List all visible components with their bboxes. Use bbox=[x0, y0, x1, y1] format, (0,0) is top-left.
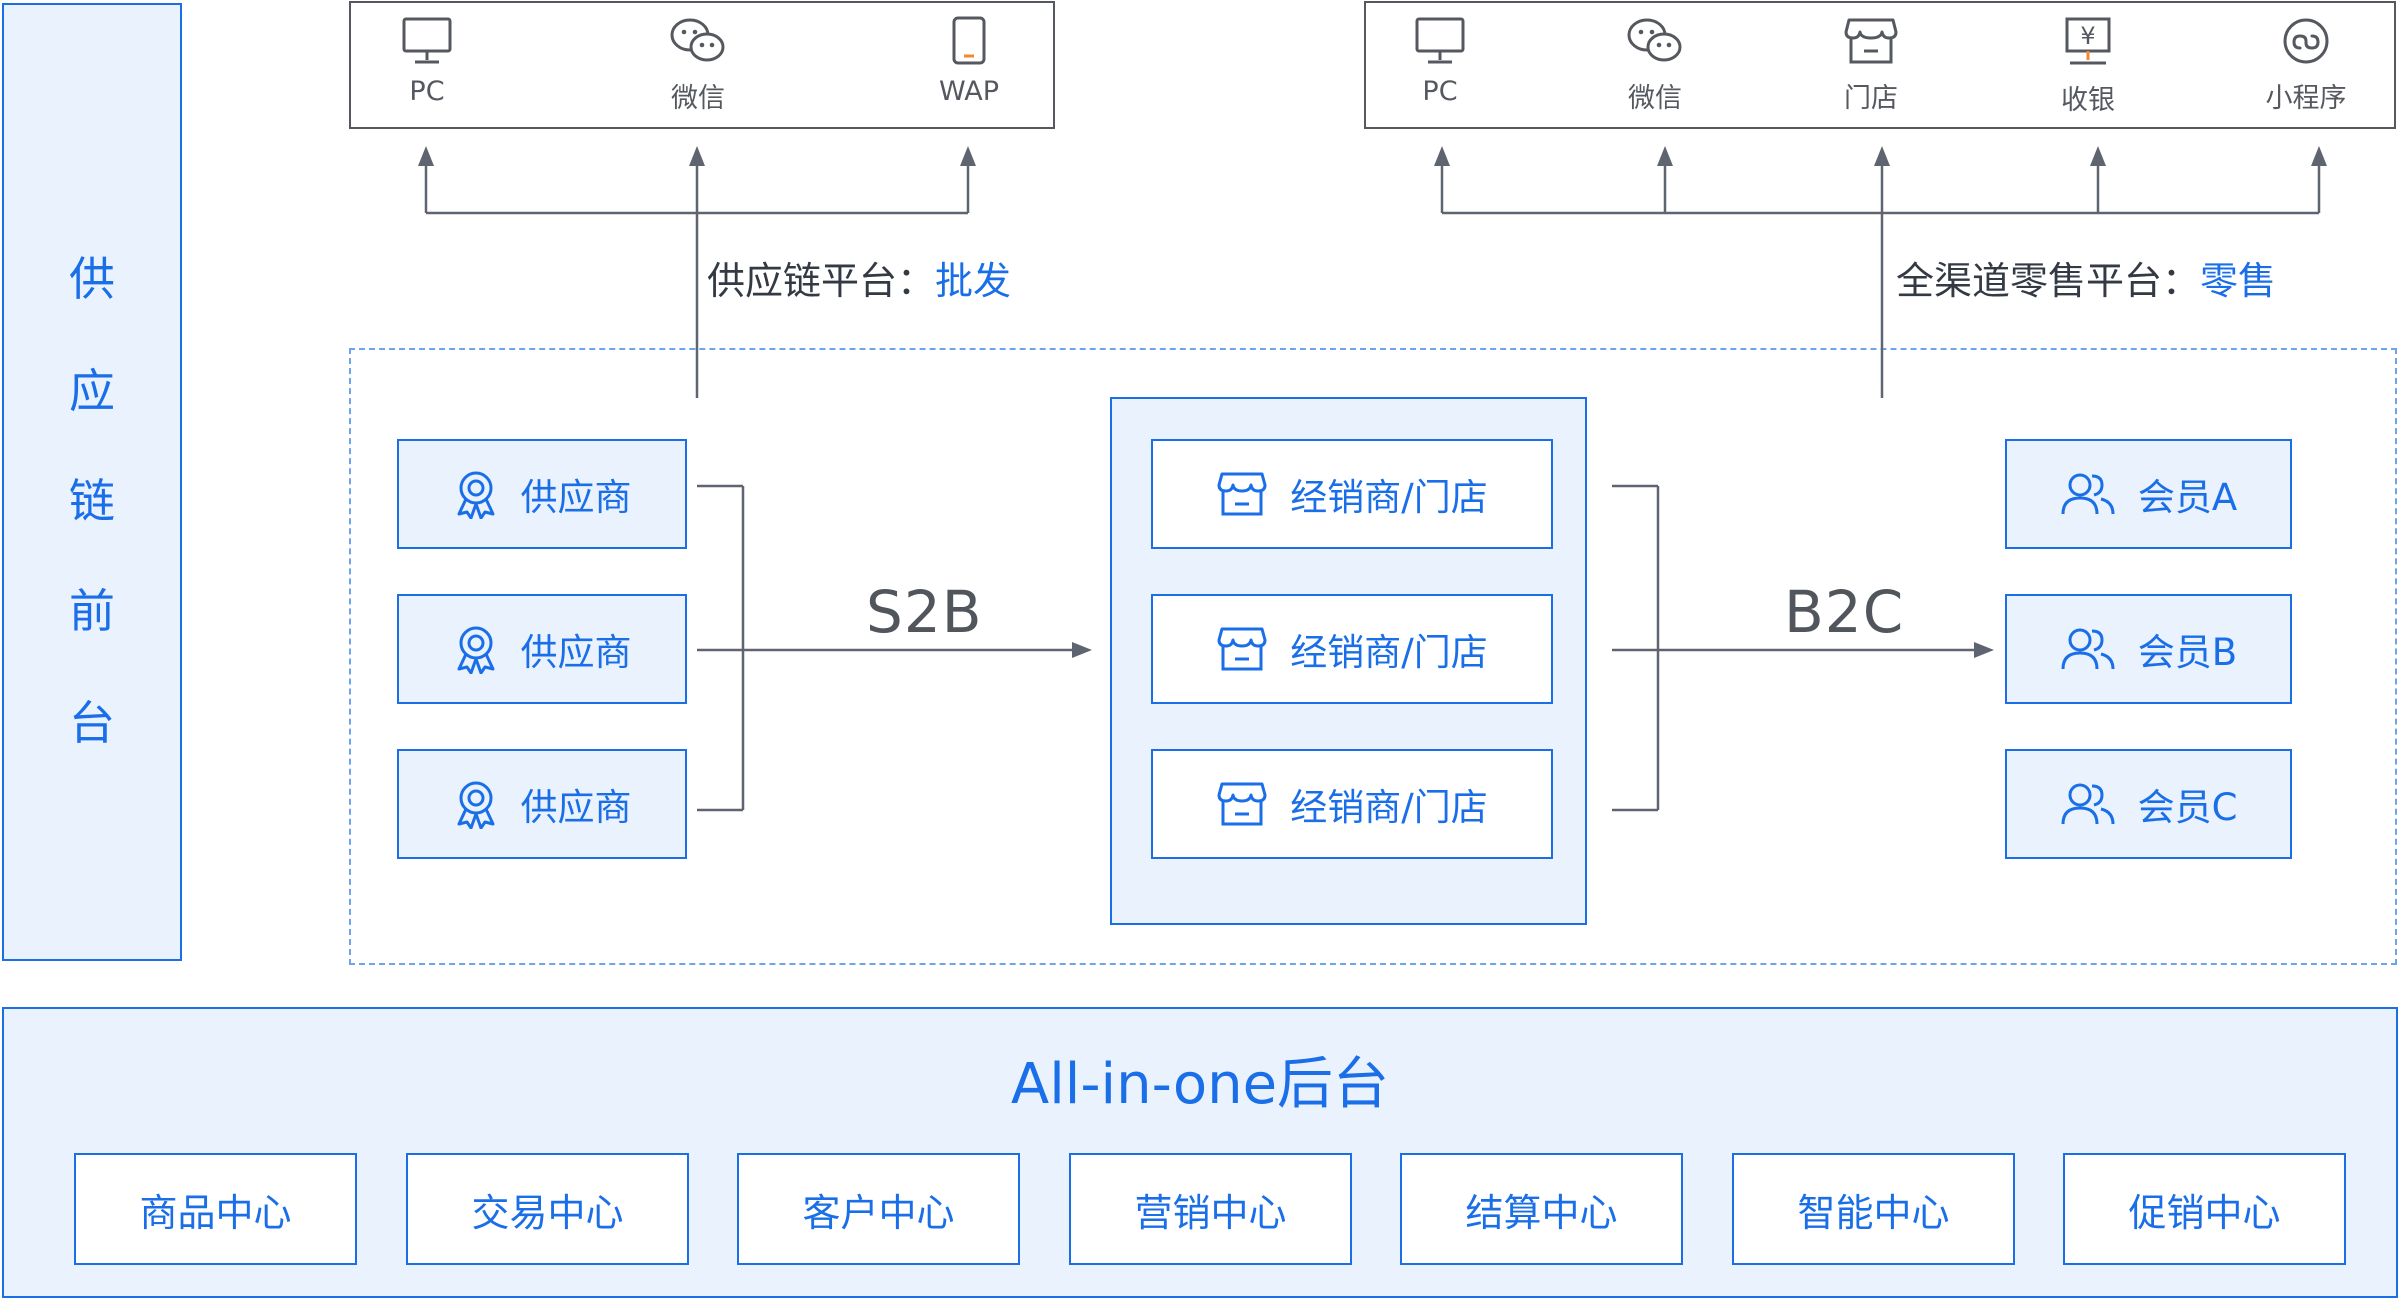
users-icon bbox=[2061, 783, 2115, 825]
supplier-label: 供应商 bbox=[520, 476, 632, 519]
store-icon bbox=[1217, 782, 1267, 826]
backend-module-trade: 交易中心 bbox=[406, 1153, 689, 1265]
retail-channel-box bbox=[1364, 1, 2396, 129]
channel-label: PC bbox=[1422, 76, 1458, 107]
users-icon bbox=[2061, 628, 2115, 670]
users-icon bbox=[2061, 473, 2115, 515]
channel-label: 微信 bbox=[1628, 83, 1682, 114]
backend-module-intelligence: 智能中心 bbox=[1732, 1153, 2015, 1265]
backend-module-marketing: 营销中心 bbox=[1069, 1153, 1352, 1265]
channel-wechat: 微信 bbox=[628, 16, 768, 115]
store-icon bbox=[1844, 18, 1898, 64]
supply-chain-platform-label: 供应链平台：批发 bbox=[707, 250, 1011, 305]
dealer-store-node: 经销商/门店 bbox=[1151, 594, 1553, 704]
channel-label: 门店 bbox=[1844, 83, 1898, 114]
side-panel-char: 链 bbox=[69, 474, 115, 528]
backend-module-settlement: 结算中心 bbox=[1400, 1153, 1683, 1265]
dealer-store-node: 经销商/门店 bbox=[1151, 749, 1553, 859]
side-panel-char: 台 bbox=[69, 696, 115, 750]
supplier-node: 供应商 bbox=[397, 749, 687, 859]
member-label: 会员C bbox=[2137, 786, 2238, 829]
channel-label: 小程序 bbox=[2265, 83, 2347, 114]
member-label: 会员A bbox=[2137, 476, 2238, 519]
channel-label: PC bbox=[409, 76, 445, 107]
award-ribbon-icon bbox=[457, 471, 494, 519]
store-icon bbox=[1217, 472, 1267, 516]
backend-module-promotion: 促销中心 bbox=[2063, 1153, 2346, 1265]
channel-wap: WAP bbox=[899, 16, 1039, 107]
supply-chain-frontend-panel: 供 应 链 前 台 bbox=[2, 3, 182, 961]
supplier-node: 供应商 bbox=[397, 594, 687, 704]
channel-pc: PC bbox=[1370, 16, 1510, 107]
channel-label: WAP bbox=[939, 76, 999, 107]
side-panel-char: 应 bbox=[69, 364, 115, 418]
backend-module-product: 商品中心 bbox=[74, 1153, 357, 1265]
channel-store: 门店 bbox=[1801, 16, 1941, 115]
side-panel-char: 前 bbox=[69, 584, 115, 638]
dealer-label: 经销商/门店 bbox=[1290, 786, 1488, 829]
store-icon bbox=[1217, 627, 1267, 671]
s2b-flow-label: S2B bbox=[866, 578, 983, 646]
platform-label-prefix: 全渠道零售平台： bbox=[1896, 259, 2201, 303]
channel-label: 收银 bbox=[2061, 85, 2115, 116]
side-panel-char: 供 bbox=[69, 252, 115, 306]
cash-register-icon: ¥ bbox=[2065, 17, 2111, 65]
wechat-icon bbox=[670, 18, 725, 62]
award-ribbon-icon bbox=[457, 626, 494, 674]
dealer-label: 经销商/门店 bbox=[1290, 631, 1488, 674]
member-node: 会员A bbox=[2005, 439, 2292, 549]
b2c-flow-label: B2C bbox=[1784, 578, 1905, 646]
member-node: 会员C bbox=[2005, 749, 2292, 859]
monitor-icon bbox=[402, 17, 452, 64]
backend-module-customer: 客户中心 bbox=[737, 1153, 1020, 1265]
monitor-icon bbox=[1415, 17, 1465, 64]
platform-label-highlight: 批发 bbox=[935, 259, 1012, 303]
svg-text:¥: ¥ bbox=[2080, 22, 2095, 50]
all-in-one-backend-panel: All-in-one后台 商品中心 交易中心 客户中心 营销中心 结算中心 智能… bbox=[2, 1007, 2398, 1298]
wechat-icon bbox=[1627, 18, 1682, 62]
supplier-label: 供应商 bbox=[520, 631, 632, 674]
retail-platform-label: 全渠道零售平台：零售 bbox=[1896, 250, 2276, 305]
mobile-phone-icon bbox=[952, 16, 986, 65]
supplier-node: 供应商 bbox=[397, 439, 687, 549]
award-ribbon-icon bbox=[457, 781, 494, 829]
backend-title: All-in-one后台 bbox=[1010, 1052, 1390, 1117]
member-node: 会员B bbox=[2005, 594, 2292, 704]
dealer-label: 经销商/门店 bbox=[1290, 476, 1488, 519]
channel-cashier: ¥ 收银 bbox=[2018, 16, 2158, 117]
channel-label: 微信 bbox=[671, 83, 725, 114]
channel-pc: PC bbox=[357, 16, 497, 107]
channel-wechat: 微信 bbox=[1585, 16, 1725, 115]
dealer-store-node: 经销商/门店 bbox=[1151, 439, 1553, 549]
member-label: 会员B bbox=[2137, 631, 2238, 674]
channel-mini-program: 小程序 bbox=[2236, 16, 2376, 115]
mini-program-icon bbox=[2283, 18, 2329, 64]
supplier-label: 供应商 bbox=[520, 786, 632, 829]
platform-label-highlight: 零售 bbox=[2200, 259, 2277, 303]
platform-label-prefix: 供应链平台： bbox=[707, 259, 936, 303]
